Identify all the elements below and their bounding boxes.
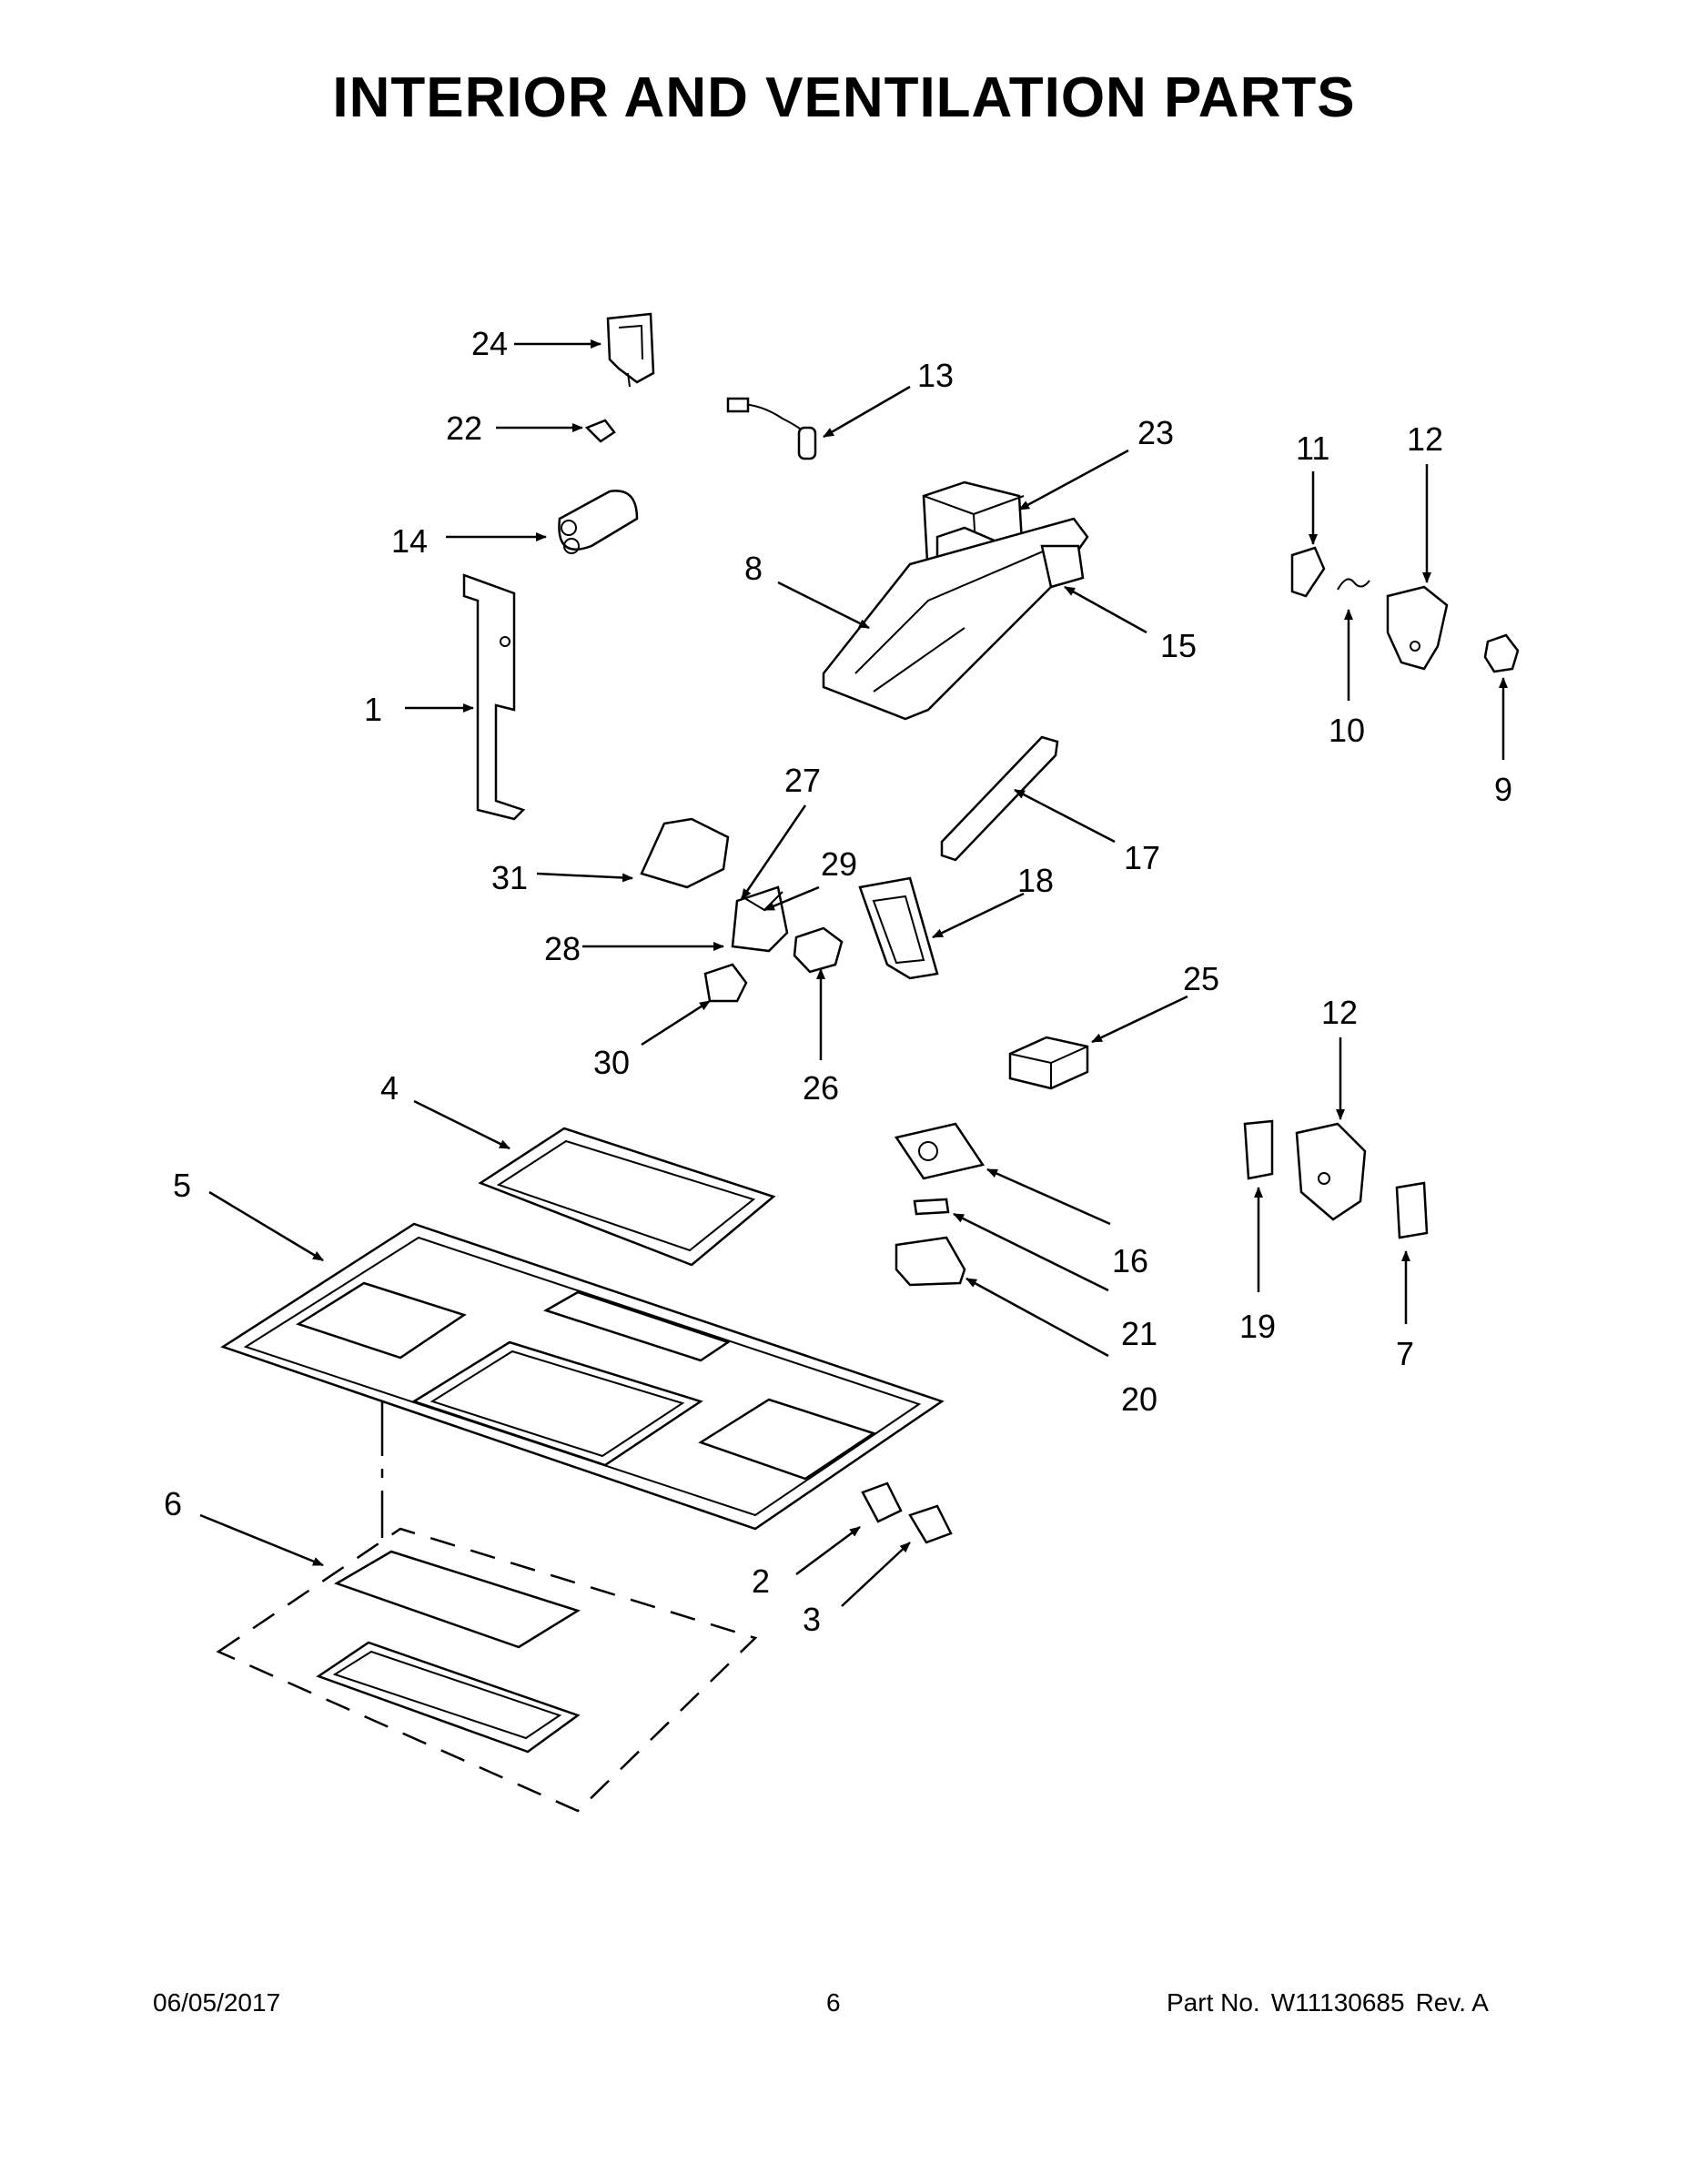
part-9-switch — [1483, 633, 1520, 673]
callout-16: 16 — [1112, 1242, 1148, 1279]
part-14-capacitor — [558, 490, 639, 554]
part-13-sensor — [726, 397, 817, 460]
callout-1: 1 — [364, 691, 382, 728]
callout-29: 29 — [821, 845, 857, 883]
callout-27: 27 — [784, 762, 821, 799]
callout-12-lower: 12 — [1321, 994, 1358, 1031]
callout-5: 5 — [173, 1167, 191, 1204]
callout-11: 11 — [1296, 430, 1329, 467]
callout-labels: 1 2 3 4 5 6 7 8 9 10 11 12 12 13 14 15 1… — [164, 325, 1512, 1638]
footer-date: 06/05/2017 — [153, 1988, 281, 2017]
callout-30: 30 — [593, 1044, 630, 1081]
callout-10: 10 — [1329, 712, 1365, 749]
callout-7: 7 — [1396, 1335, 1414, 1372]
callout-31: 31 — [491, 859, 528, 896]
callout-3: 3 — [803, 1601, 821, 1638]
footer-part-number: Part No. W11130685 Rev. A — [1167, 1988, 1489, 2017]
callout-25: 25 — [1183, 960, 1219, 997]
part-12-switch-holder-lower — [1295, 1122, 1367, 1221]
part-19-switch — [1243, 1119, 1274, 1180]
part-12-switch-holder-top — [1386, 585, 1449, 671]
callout-26: 26 — [803, 1069, 839, 1107]
part-10-spring — [1337, 578, 1370, 591]
callout-21: 21 — [1121, 1315, 1157, 1352]
part-label: Part No. — [1167, 1988, 1260, 2017]
callout-12: 12 — [1407, 420, 1443, 458]
part-31-duct — [640, 817, 730, 889]
part-6-filter-assembly — [216, 1401, 758, 1813]
page-title: INTERIOR AND VENTILATION PARTS — [332, 66, 1356, 129]
part-3-lamp — [908, 1504, 953, 1544]
part-30-switch — [703, 963, 748, 1003]
callout-4: 4 — [380, 1069, 399, 1107]
part-4-gasket — [478, 1127, 776, 1267]
callout-20: 20 — [1121, 1380, 1157, 1418]
part-number: W11130685 — [1270, 1988, 1405, 2017]
leader-lines — [199, 339, 1508, 1607]
callout-19: 19 — [1239, 1308, 1276, 1345]
part-2-lamp-socket — [861, 1481, 903, 1523]
callout-15: 15 — [1160, 627, 1197, 664]
part-8-base-plate — [822, 517, 1089, 721]
part-1-bracket — [462, 573, 526, 821]
callout-2: 2 — [752, 1562, 770, 1600]
callout-17: 17 — [1124, 839, 1160, 876]
callout-6: 6 — [164, 1485, 182, 1522]
callout-14: 14 — [391, 522, 428, 560]
callout-8: 8 — [744, 550, 763, 587]
callout-22: 22 — [446, 410, 482, 447]
part-18-plate — [858, 876, 939, 980]
revision: Rev. A — [1415, 1988, 1489, 2017]
part-7-switch — [1395, 1181, 1429, 1239]
callout-24: 24 — [471, 325, 508, 362]
part-26-bracket — [793, 926, 844, 974]
part-24-bracket — [606, 312, 655, 388]
part-28-fan-motor — [731, 885, 789, 953]
part-17-rail — [940, 735, 1059, 862]
callout-13: 13 — [917, 357, 954, 394]
callout-18: 18 — [1017, 862, 1054, 899]
part-25-box — [1008, 1036, 1089, 1090]
callout-9: 9 — [1494, 771, 1512, 808]
callout-23: 23 — [1137, 414, 1174, 451]
footer-page-number: 6 — [826, 1988, 841, 2017]
part-16-board — [894, 1122, 986, 1180]
part-5-cavity-top — [220, 1222, 945, 1531]
part-22-clip — [584, 419, 616, 443]
part-21-fuse — [913, 1198, 950, 1216]
part-20-switch — [895, 1236, 966, 1287]
callout-28: 28 — [544, 930, 581, 967]
part-11-latch — [1290, 546, 1326, 598]
